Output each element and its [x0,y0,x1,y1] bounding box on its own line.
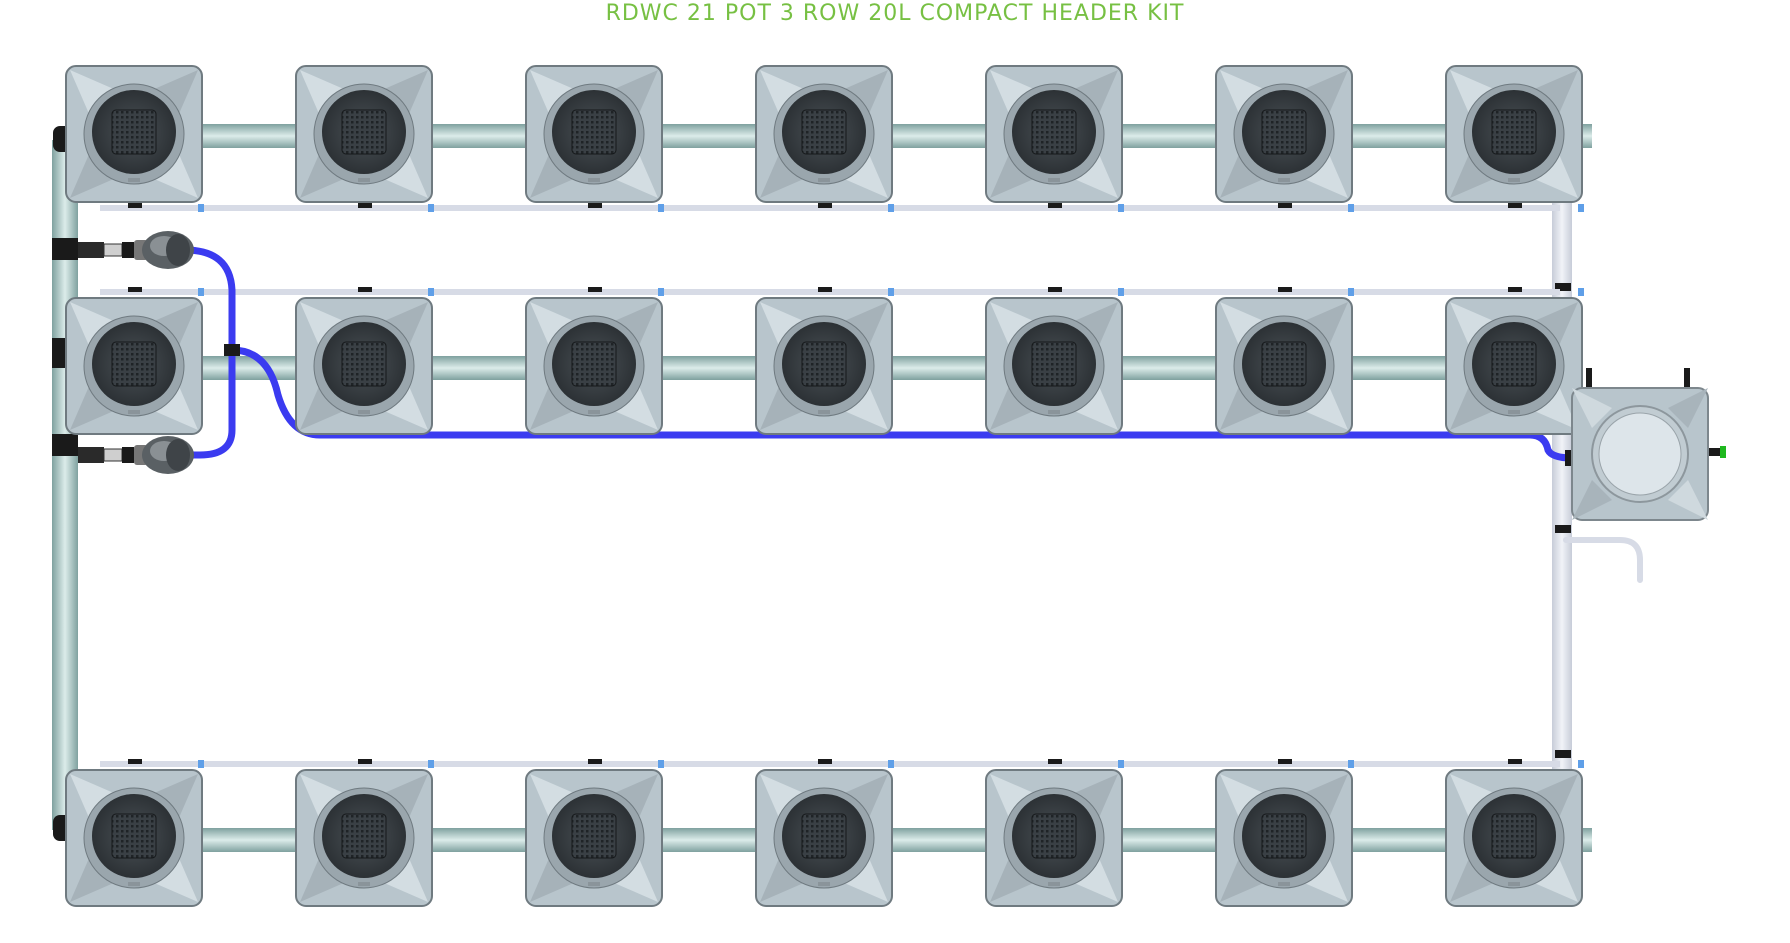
tube-clip [128,759,142,764]
tube-clip [128,287,142,292]
pot-icon[interactable] [295,65,433,203]
right-pipe-fitting [1555,750,1571,758]
tube-fitting [198,760,204,768]
tube-fitting [1348,204,1354,212]
tube-fitting [1118,288,1124,296]
supply-hose [176,246,236,459]
tube-clip [588,203,602,208]
tube-clip [818,287,832,292]
tube-clip [1278,203,1292,208]
right-pipe-fitting [1555,525,1571,533]
pot-icon[interactable] [65,65,203,203]
tube-fitting [658,760,664,768]
tube-fitting [428,288,434,296]
pot-icon[interactable] [295,769,433,907]
tube-fitting [1118,760,1124,768]
pot-icon[interactable] [525,297,663,435]
pot-icon[interactable] [755,297,893,435]
right-return-pipe [1552,150,1572,805]
tube-clip [1048,287,1062,292]
tube-clip [818,759,832,764]
tube-clip [128,203,142,208]
pot-icon[interactable] [65,769,203,907]
pot-icon[interactable] [525,65,663,203]
pot-icon[interactable] [1445,769,1583,907]
right-pipe-fitting [1555,283,1571,291]
pump-icon[interactable] [78,436,194,474]
pot-icon[interactable] [1215,769,1353,907]
tube-fitting [888,760,894,768]
tube-fitting [198,204,204,212]
pot-icon[interactable] [1445,297,1583,435]
tube-fitting [1578,204,1584,212]
pot-icon[interactable] [985,65,1123,203]
tube-clip [358,203,372,208]
row-pipes [66,124,1592,852]
left-pump-fitting-bottom [52,434,78,456]
tube-clip [1278,287,1292,292]
pot-grid [65,65,1583,907]
hose-end-fitting [1565,450,1575,466]
tube-fitting [1348,760,1354,768]
tube-fitting [658,288,664,296]
tube-fitting [658,204,664,212]
diagram-title: RDWC 21 POT 3 ROW 20L COMPACT HEADER KIT [605,1,1185,26]
pot-icon[interactable] [1215,297,1353,435]
tube-fitting [888,288,894,296]
tube-fitting [888,204,894,212]
tube-fitting [1578,760,1584,768]
tube-clip [818,203,832,208]
left-pump-fitting-top [52,238,78,260]
pot-icon[interactable] [755,65,893,203]
tube-clip [588,287,602,292]
tube-clip [1278,759,1292,764]
tube-clip [1508,287,1522,292]
tube-fitting [198,288,204,296]
tube-clip [1048,759,1062,764]
tube-fitting [1118,204,1124,212]
tube-clip [1508,203,1522,208]
tube-clip [1048,203,1062,208]
tube-fitting [428,760,434,768]
pot-icon[interactable] [295,297,433,435]
pot-icon[interactable] [525,769,663,907]
overflow-drain-tube [1563,537,1643,583]
tube-clip [358,759,372,764]
pot-icon[interactable] [1445,65,1583,203]
tube-fitting [1578,288,1584,296]
header-tank-icon[interactable] [1571,368,1726,521]
pot-icon[interactable] [985,769,1123,907]
tube-clip [1508,759,1522,764]
hose-tee-fitting [224,344,240,356]
tube-fitting [1348,288,1354,296]
pot-icon[interactable] [755,769,893,907]
pot-icon[interactable] [1215,65,1353,203]
tube-clip [588,759,602,764]
pot-icon[interactable] [985,297,1123,435]
tube-clip [358,287,372,292]
pump-icon[interactable] [78,231,194,269]
pot-icon[interactable] [65,297,203,435]
return-tubes [100,203,1584,768]
tube-fitting [428,204,434,212]
